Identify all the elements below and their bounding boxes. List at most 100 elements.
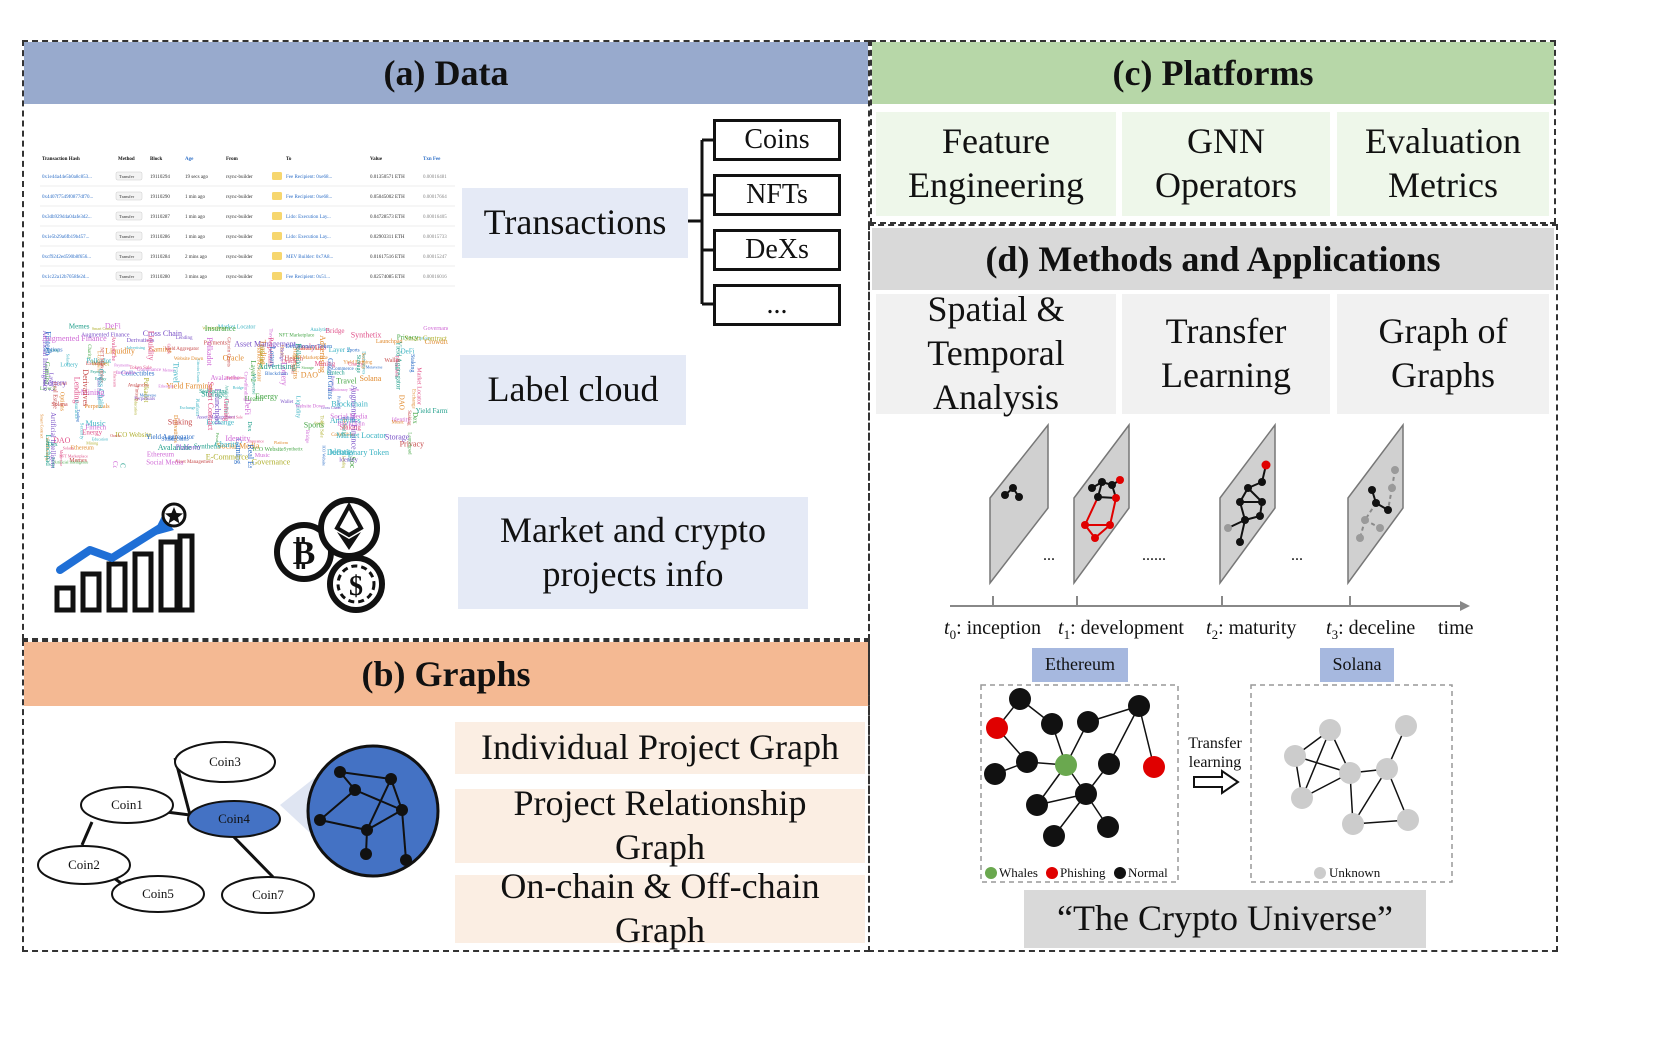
cloud-word: Derivatives (360, 351, 365, 374)
cloud-word: Avalanche (158, 443, 192, 452)
cloud-word: ICO Website (115, 431, 151, 439)
cloud-word: Layer 2 (47, 373, 53, 392)
project-graph-diagram: Coin1 Coin3 Coin4 Coin2 Coin5 Coin7 (37, 741, 440, 914)
cloud-word: Travel (267, 329, 272, 342)
cloud-word: Exchange (411, 389, 416, 409)
cloud-word: Options (44, 347, 64, 353)
cloud-word: Bridge (304, 430, 309, 444)
cloud-word: Market Locator (415, 367, 421, 404)
market-info-label: Market and crypto projects info (458, 497, 808, 609)
cloud-word: Staking (340, 424, 362, 432)
cloud-word: Insurance (116, 371, 136, 376)
onchain-offchain-graph: On-chain & Off-chain Graph (455, 866, 865, 950)
cloud-word: Analytics (296, 342, 327, 351)
cloud-word: Exchange (86, 362, 106, 367)
cloud-word: Smart Contract (40, 414, 44, 439)
cloud-word: Fintech (134, 386, 139, 401)
cloud-word: Market Locator (218, 325, 255, 331)
table-cell: Transfer (119, 234, 135, 239)
cloud-word: Lending (338, 417, 355, 422)
cloud-word: Artificial Intelligence (41, 331, 49, 391)
table-cell: rsync-builder (226, 215, 253, 220)
cloud-word: Oracle (282, 359, 298, 365)
cloud-word: DAO (53, 436, 71, 445)
cloud-word: DeFi (401, 348, 415, 356)
cloud-word: Stablecoins (226, 375, 245, 380)
table-cell: 19110286 (150, 235, 170, 240)
cloud-word: Real Estate (52, 382, 58, 409)
cloud-word: Dex (48, 442, 58, 448)
label-coin4: Coin4 (218, 811, 250, 826)
table-cell: 0xcf9242ed590b8f656... (42, 255, 91, 260)
cloud-word: Security (360, 353, 365, 370)
table-cell: 0.01617516 ETH (370, 255, 405, 260)
out-badge (272, 212, 282, 220)
table-cell: 0.04728573 ETH (370, 215, 405, 220)
slice-t1 (1073, 422, 1130, 586)
zoomed-nodes (314, 766, 412, 866)
cloud-word: Mining (315, 360, 336, 368)
data-header: (a) Data (24, 42, 868, 104)
edge (80, 821, 94, 846)
cloud-word: Augmented Finance (81, 333, 130, 339)
cloud-word: Trading (259, 340, 268, 365)
table-header-cell: Value (370, 157, 383, 162)
cloud-word: Blockchain (265, 372, 288, 377)
zoom-circle (306, 744, 440, 878)
cloud-word: Solana (360, 374, 382, 383)
cloud-word: Fintech (44, 331, 53, 355)
cloud-word: Gaming (149, 346, 172, 354)
cloud-word: DAO (59, 381, 68, 386)
out-badge (272, 232, 282, 240)
gnn-operators: GNN Operators (1122, 112, 1330, 216)
cloud-word: Ethereum (158, 384, 174, 389)
cloud-word: Polkadot (142, 378, 150, 403)
cloud-word: Asset Management (234, 340, 296, 349)
cloud-word: Storage (385, 432, 410, 441)
method-badge (115, 271, 143, 281)
ellipsis-3: ... (1291, 547, 1303, 564)
table-cell: 0.00015247 (423, 255, 447, 260)
cloud-word: Music (255, 453, 270, 459)
label-coin7: Coin7 (252, 887, 284, 902)
cloud-word: Analytics (310, 328, 329, 333)
time-label: time (1438, 617, 1474, 639)
cloud-word: Advertising (258, 362, 296, 371)
slice-t3-nodes (1368, 486, 1392, 514)
cloud-word: DAO (397, 395, 405, 410)
cloud-word: Sports (314, 420, 325, 425)
cloud-word: Market Locator (336, 431, 386, 440)
cloud-word: Liquidity (146, 331, 155, 361)
evaluation-metrics: Evaluation Metrics (1337, 112, 1549, 216)
cloud-word: Artificial Intelligence (225, 385, 230, 420)
temporal-graph-slices: ... ...... ... t0: inception t1: develop… (944, 422, 1474, 642)
cloud-word: Bridge (325, 327, 344, 335)
table-cell: 1 min ago (185, 235, 205, 240)
cloud-word: Oracle (167, 344, 172, 355)
table-cell: 19110280 (150, 275, 170, 280)
cloud-word: Staking (168, 418, 192, 427)
cloud-word: Wallet (384, 358, 400, 364)
cloud-word: Insurance (205, 324, 237, 333)
table-cell: 0.00017664 (423, 195, 447, 200)
cloud-word: Collectibles (111, 461, 119, 468)
cloud-word: Cross Chain (321, 405, 341, 410)
method-badge (115, 211, 143, 221)
transactions-label: Transactions (462, 188, 688, 258)
cloud-word: NFT Marketplace (59, 454, 88, 459)
cloud-word: DeFi (243, 399, 252, 416)
ethereum-icon-lower (337, 532, 361, 550)
table-header-cell: Method (118, 157, 135, 162)
node-coin7 (221, 876, 315, 914)
cloud-word: Identity (330, 447, 355, 456)
label-cloud-label: Label cloud (460, 355, 686, 425)
asset-dexs: DeXs (713, 229, 841, 271)
cloud-word: Governance (423, 326, 448, 332)
cloud-word: Wallet (91, 359, 109, 367)
feature-engineering: Feature Engineering (876, 112, 1116, 216)
growth-bar (54, 585, 76, 613)
cloud-word: Solana (51, 402, 68, 408)
cloud-word: Gaming (222, 399, 230, 422)
cloud-word: Music (86, 419, 106, 428)
